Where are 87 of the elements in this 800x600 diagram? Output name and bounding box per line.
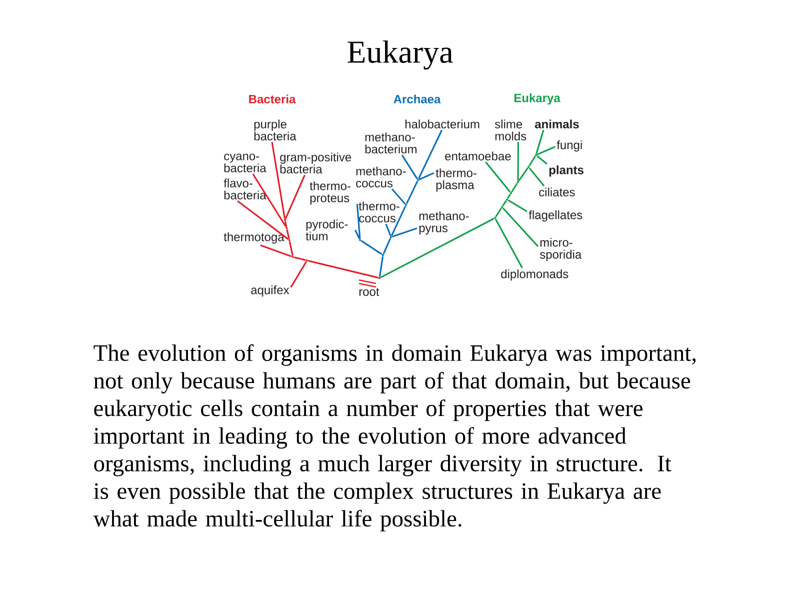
tree-branch [418,172,434,180]
taxon-label: gram-positive bacteria [280,152,352,174]
tree-branch [284,221,288,227]
taxon-label: halobacterium [405,120,480,128]
tree-branch [354,230,360,240]
tree-branch [392,227,418,238]
group-heading: Bacteria [249,94,296,104]
tree-branch [237,200,289,240]
tree-branch [401,154,418,180]
taxon-label: flavo- bacteria [224,178,266,200]
branch-point [510,192,512,194]
tree-branch [260,244,292,258]
tree-branch [271,142,286,219]
tree-branch [518,168,528,182]
tree-branch [494,218,523,268]
tree-branch [536,130,544,154]
branch-point [382,254,384,256]
text-label: root [359,288,380,296]
taxon-label: diplomonads [501,269,568,281]
taxon-label: flagellates [528,210,582,222]
branch-point [286,226,288,230]
tree-branch [382,238,392,254]
tree-branch [308,260,378,278]
tree-branch [528,156,536,166]
branch-point [358,238,362,242]
tree-branch [511,182,518,192]
branch-point [500,206,504,208]
branch-point [416,178,420,182]
taxon-label: thermotoga [224,232,284,244]
taxon-label: fungi [556,140,582,152]
group-heading: Archaea [394,94,441,104]
tree-branch [536,146,556,156]
taxon-label: micro- sporidia [540,238,582,262]
branch-point [390,236,392,238]
group-heading: Eukarya [514,93,560,105]
taxon-label: thermo- coccus [358,202,400,222]
tree-branch [286,229,290,239]
tree-branch [390,206,406,236]
tree-branch [495,208,502,218]
tree-branch [284,174,306,220]
tree-branch [294,256,306,261]
tree-branch [385,224,392,236]
branch-point [404,204,408,206]
branch-point [516,180,520,184]
taxon-label: aquifex [251,285,290,297]
branch-point [506,198,508,201]
tree-branch [391,188,406,205]
title: Eukarya [348,40,453,70]
taxon-label: cyano- bacteria [224,154,266,172]
taxon-label: methano- pyrus [419,211,469,235]
tree-branch [290,261,307,288]
tree-branch [418,130,443,180]
branch-point [306,259,308,262]
branch-point [494,216,496,220]
tree-branch [288,241,294,256]
taxon-label: animals [534,120,579,128]
taxon-label: pyrodic- tium [306,220,348,240]
tree-branch [356,204,361,239]
taxon-label: purple bacteria [254,120,296,140]
branch-point [292,256,294,258]
taxon-label: thermo- proteus [310,181,350,205]
branch-point [378,276,381,280]
tree-branch [502,200,507,206]
taxon-label: methano- coccus [356,166,406,188]
tree-branch [528,168,545,186]
branch-point [527,166,530,168]
paragraph: The evolution of organisms in domain Eukarya was important, not only because humans are part of that domain, but because eukaryotic cells contain a number of properties that were important in leading to the evolution of more advanced organisms, including a much larger diversity in structure. It is even possible that the complex structures in Eukarya are what made multi-cellular life possible. [93,344,696,532]
branch-point [534,154,538,156]
tree-branch [502,207,539,247]
tree-branch [536,155,548,165]
tree-branch [406,180,418,204]
tree-branch [360,240,382,255]
tree-branch [485,162,511,192]
taxon-label: slime molds [494,120,526,140]
tree-branch [508,200,528,212]
taxon-label: thermo- plasma [436,168,476,192]
branch-point [284,218,286,222]
taxon-label: methano- bacterium [365,132,416,154]
taxon-label: entamoebae [445,152,511,160]
tree-branch [252,173,287,228]
tree-branch [507,194,511,199]
taxon-label: plants [549,165,584,177]
branch-point [288,238,290,242]
tree-branch [517,142,520,181]
tree-branch [380,218,494,278]
tree-branch [378,256,384,277]
taxon-label: ciliates [539,188,575,196]
